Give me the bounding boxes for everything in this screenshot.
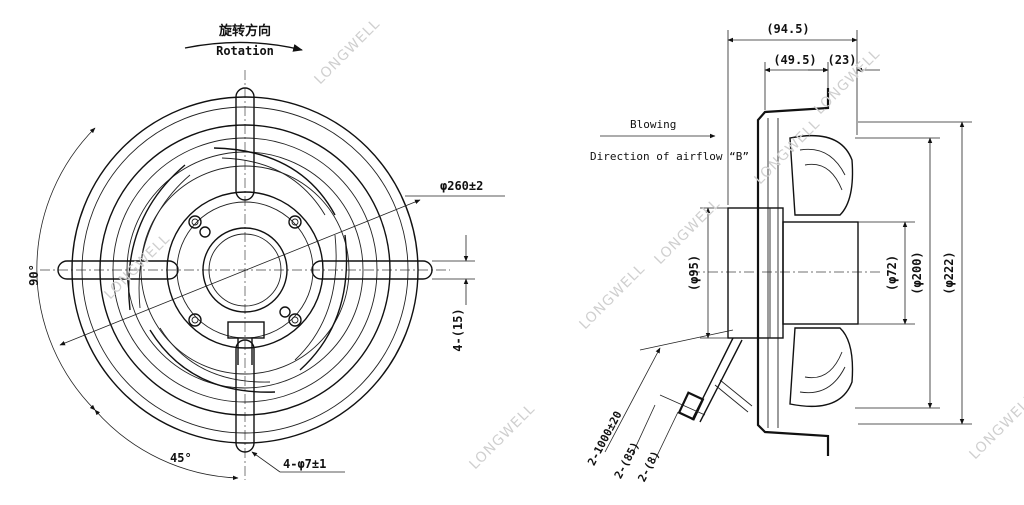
side-view: (94.5) (49.5) (23) Blowing Direction of … bbox=[585, 22, 972, 484]
front-view: 旋转方向 Rotation φ260±2 90° 45° 4-(15) 4-φ7… bbox=[27, 23, 505, 481]
airflow-direction-label: Direction of airflow “B” bbox=[590, 150, 749, 163]
guard-bracket bbox=[756, 88, 830, 456]
svg-text:LONGWELL: LONGWELL bbox=[752, 116, 824, 188]
svg-text:LONGWELL: LONGWELL bbox=[967, 391, 1024, 463]
angle-90-label: 90° bbox=[27, 264, 41, 286]
svg-text:LONGWELL: LONGWELL bbox=[312, 16, 384, 88]
guard-diameter-label: (φ222) bbox=[942, 251, 956, 294]
impeller-blades bbox=[789, 134, 854, 408]
svg-text:LONGWELL: LONGWELL bbox=[467, 401, 539, 473]
lead-tin-label: 2-(8) bbox=[635, 449, 662, 484]
outer-diameter-label: φ260±2 bbox=[440, 179, 483, 193]
angle-45-label: 45° bbox=[170, 451, 192, 465]
lead-cable bbox=[677, 337, 753, 423]
impeller-diameter-label: (φ200) bbox=[910, 251, 924, 294]
hub-diameter-label: (φ72) bbox=[885, 255, 899, 291]
watermarks: LONGWELL LONGWELL LONGWELL LONGWELL LONG… bbox=[102, 16, 1024, 473]
motor-diameter-label: (φ95) bbox=[687, 255, 701, 291]
blowing-label: Blowing bbox=[630, 118, 676, 131]
svg-text:LONGWELL: LONGWELL bbox=[102, 231, 174, 303]
depth-front-label: (23) bbox=[828, 53, 857, 67]
depth-total-label: (94.5) bbox=[766, 22, 809, 36]
motor-body bbox=[727, 207, 784, 339]
depth-mid-label: (49.5) bbox=[773, 53, 816, 67]
mount-holes-label: 4-φ7±1 bbox=[283, 457, 326, 471]
lead-length-label: 2-1000±20 bbox=[585, 409, 624, 468]
rotation-label-en: Rotation bbox=[216, 44, 274, 58]
slot-dimension-label: 4-(15) bbox=[451, 308, 465, 351]
svg-text:LONGWELL: LONGWELL bbox=[577, 261, 649, 333]
rotation-label-cn: 旋转方向 bbox=[218, 23, 271, 39]
